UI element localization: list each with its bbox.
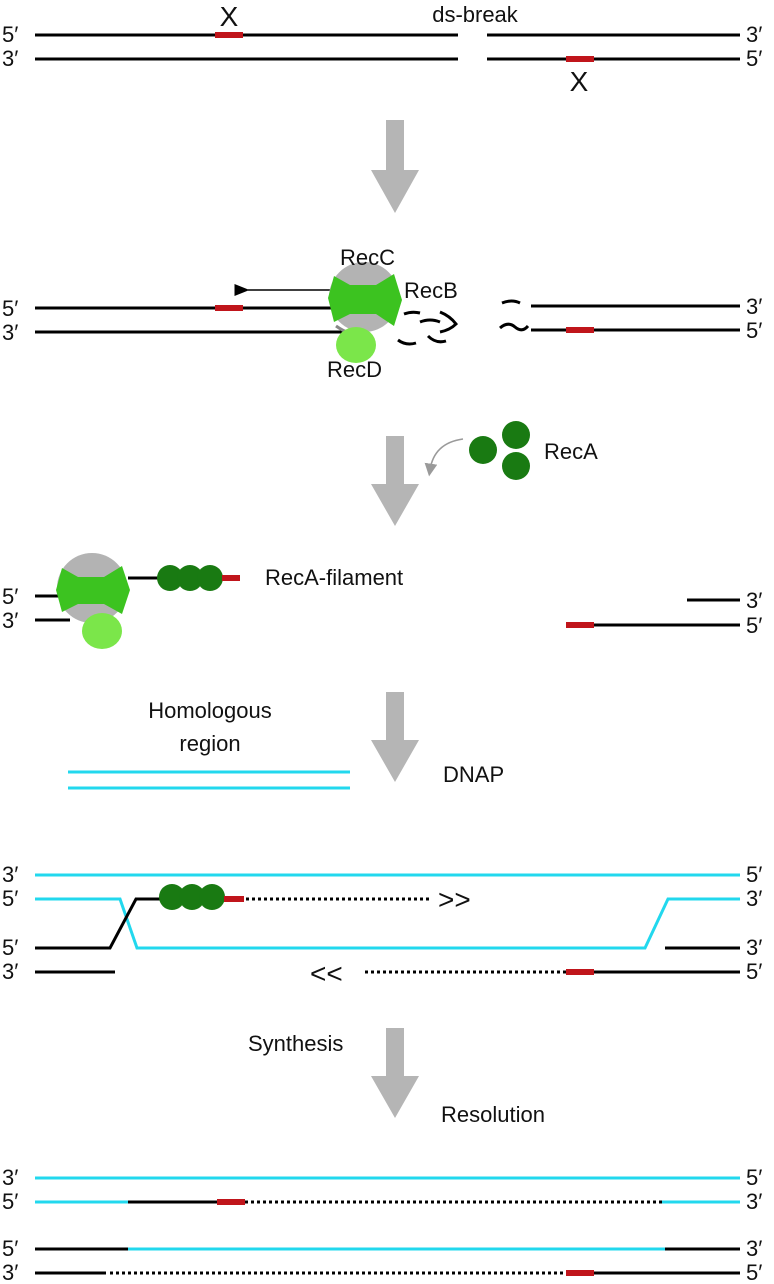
end-label: 5′ <box>746 613 762 638</box>
synthesis-direction-backward: << <box>310 958 343 989</box>
homology-site <box>217 1199 245 1205</box>
homology-site <box>222 575 240 581</box>
end-label: 5′ <box>2 886 18 911</box>
end-label: 5′ <box>746 46 762 71</box>
reca-filament-label: RecA-filament <box>265 565 403 590</box>
reca-monomer <box>159 884 185 910</box>
homology-site <box>566 327 594 333</box>
homology-site <box>566 56 594 62</box>
homologous-label-line1: Homologous <box>148 698 272 723</box>
resolution-label: Resolution <box>441 1102 545 1127</box>
end-label: 3′ <box>746 294 762 319</box>
recb-protein <box>56 566 130 614</box>
end-label: 5′ <box>2 22 18 47</box>
stage-4-strand-invasion: 3′ 5′ 5′ 3′ >> << 5′ 3′ 3′ 5′ <box>2 862 762 989</box>
mutation-mark: X <box>570 66 589 97</box>
homology-site <box>215 32 243 38</box>
stage-3-reca-filament: 5′ 3′ RecA-filament 3′ 5′ <box>2 553 762 649</box>
homology-site <box>224 896 244 902</box>
end-label: 3′ <box>2 46 18 71</box>
end-label: 3′ <box>2 862 18 887</box>
reca-label: RecA <box>544 439 598 464</box>
end-label: 3′ <box>2 320 18 345</box>
end-label: 3′ <box>746 22 762 47</box>
reca-monomer <box>199 884 225 910</box>
end-label: 5′ <box>2 296 18 321</box>
end-label: 5′ <box>746 318 762 343</box>
reca-monomer <box>157 565 183 591</box>
end-label: 3′ <box>746 935 762 960</box>
end-label: 3′ <box>2 1260 18 1284</box>
end-label: 3′ <box>746 588 762 613</box>
homology-site <box>215 305 243 311</box>
reca-monomer <box>469 436 497 464</box>
end-label: 5′ <box>2 935 18 960</box>
end-label: 5′ <box>2 584 18 609</box>
reca-monomer <box>177 565 203 591</box>
reca-monomer <box>502 452 530 480</box>
recd-label: RecD <box>327 357 382 382</box>
degraded-dna <box>397 299 530 346</box>
stage-2-recbcd: 5′ 3′ RecC RecB RecD 3′ 5′ <box>2 245 762 382</box>
end-label: 3′ <box>2 959 18 984</box>
recc-label: RecC <box>340 245 395 270</box>
recb-label: RecB <box>404 278 458 303</box>
end-label: 3′ <box>2 608 18 633</box>
end-label: 5′ <box>746 1260 762 1284</box>
end-label: 3′ <box>2 1165 18 1190</box>
curved-arrow-icon <box>424 438 464 477</box>
reca-monomers: RecA <box>424 421 598 480</box>
end-label: 5′ <box>2 1236 18 1261</box>
synthesis-direction-forward: >> <box>438 884 471 915</box>
end-label: 5′ <box>746 959 762 984</box>
recb-protein <box>328 274 402 326</box>
down-arrow-icon <box>371 436 419 526</box>
homology-site <box>566 1270 594 1276</box>
dnap-label: DNAP <box>443 762 504 787</box>
recd-protein <box>336 327 376 363</box>
down-arrow-icon <box>371 120 419 213</box>
invading-strand <box>35 897 160 950</box>
end-label: 3′ <box>746 1236 762 1261</box>
end-label: 3′ <box>746 886 762 911</box>
recd-protein <box>82 613 122 649</box>
homology-site <box>566 622 594 628</box>
end-label: 5′ <box>746 1165 762 1190</box>
reca-monomer <box>179 884 205 910</box>
stage-1-ds-break: 5′ 3′ X X ds-break 3′ 5′ <box>2 1 762 97</box>
homolog-strand <box>35 897 740 950</box>
mutation-mark: X <box>220 1 239 32</box>
down-arrow-icon <box>371 692 419 782</box>
end-label: 5′ <box>2 1189 18 1214</box>
ds-break-label: ds-break <box>432 2 519 27</box>
synthesis-label: Synthesis <box>248 1031 343 1056</box>
end-label: 5′ <box>746 862 762 887</box>
stage-5-resolution: 3′ 5′ 5′ 3′ 5′ 3′ 3′ 5′ <box>2 1165 762 1284</box>
homologous-label-line2: region <box>179 731 240 756</box>
homology-site <box>566 969 594 975</box>
homologous-region: Homologous region <box>68 698 350 790</box>
end-label: 3′ <box>746 1189 762 1214</box>
reca-monomer <box>197 565 223 591</box>
down-arrow-icon <box>371 1028 419 1118</box>
reca-monomer <box>502 421 530 449</box>
